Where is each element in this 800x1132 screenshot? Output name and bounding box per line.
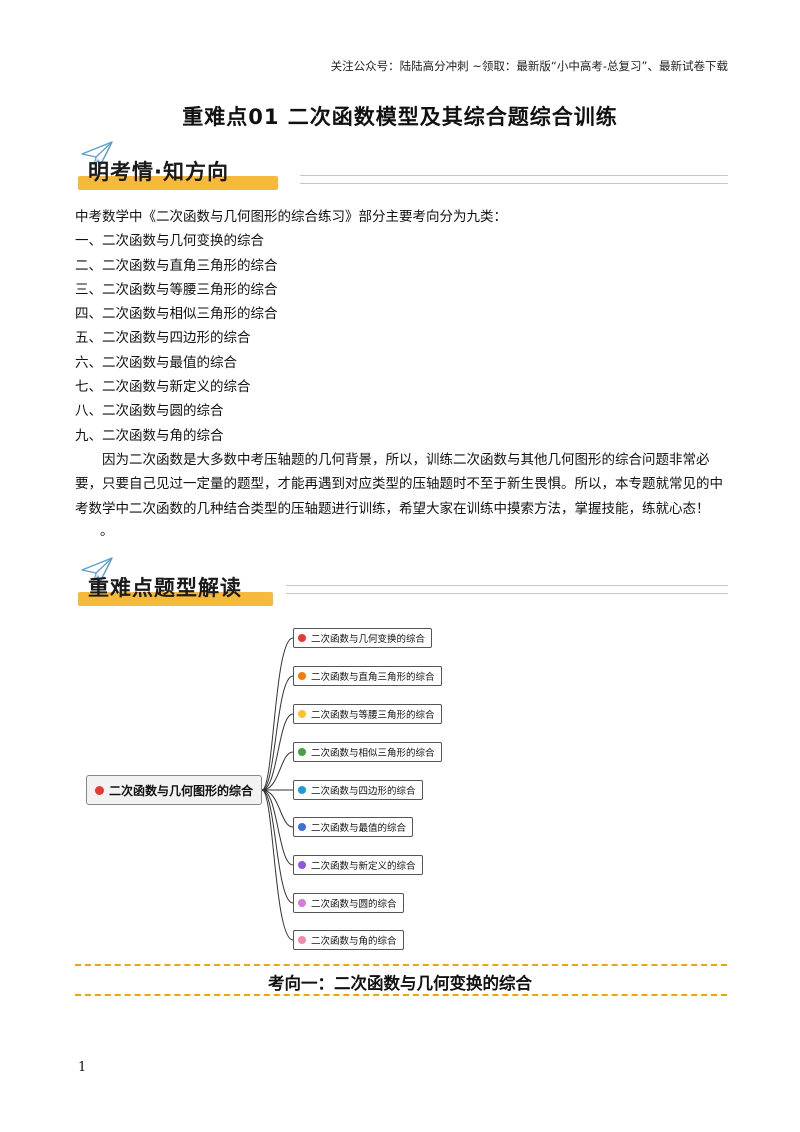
mind-map-connectors <box>261 637 294 941</box>
list-item: 八、二次函数与圆的综合 <box>75 403 224 420</box>
node-label: 二次函数与四边形的综合 <box>311 786 416 797</box>
list-item: 五、二次函数与四边形的综合 <box>75 330 251 347</box>
node-label: 二次函数与直角三角形的综合 <box>311 672 435 683</box>
description-paragraph: 因为二次函数是大多数中考压轴题的几何背景，所以，训练二次函数与其他几何图形的综合… <box>75 451 723 517</box>
subsection-title: 考向一：二次函数与几何变换的综合 <box>268 974 532 993</box>
mind-map: 二次函数与几何图形的综合 二次函数与几何变换的综合 二次函数与直角三角形的综合 … <box>78 620 458 955</box>
node-label: 二次函数与相似三角形的综合 <box>311 748 435 759</box>
bullet-icon <box>298 748 306 756</box>
heading-rule <box>300 175 728 184</box>
list-item: 六、二次函数与最值的综合 <box>75 354 237 371</box>
section-heading-key-types: 重难点题型解读 <box>78 557 728 608</box>
heading-highlight <box>78 176 278 190</box>
list-item: 四、二次函数与相似三角形的综合 <box>75 306 278 323</box>
bullet-icon <box>95 785 104 795</box>
bullet-icon <box>298 823 306 831</box>
heading-highlight <box>78 592 273 606</box>
root-label: 二次函数与几何图形的综合 <box>109 783 254 798</box>
section-title: 明考情·知方向 <box>88 160 229 184</box>
divider-top <box>75 964 727 966</box>
node-label: 二次函数与最值的综合 <box>311 823 407 834</box>
node-label: 二次函数与几何变换的综合 <box>311 634 426 645</box>
mind-map-node: 二次函数与相似三角形的综合 <box>293 742 442 762</box>
bullet-icon <box>298 634 306 642</box>
mind-map-root: 二次函数与几何图形的综合 <box>86 775 262 805</box>
divider-bottom <box>75 994 727 996</box>
mind-map-node: 二次函数与等腰三角形的综合 <box>293 704 442 724</box>
paper-plane-icon <box>81 141 113 167</box>
bullet-icon <box>298 861 306 869</box>
mind-map-node: 二次函数与几何变换的综合 <box>293 628 433 648</box>
node-label: 二次函数与角的综合 <box>311 936 397 947</box>
node-label: 二次函数与圆的综合 <box>311 899 397 910</box>
heading-rule <box>286 585 728 594</box>
page-number: 1 <box>78 1060 87 1075</box>
header-note: 关注公众号：陆陆高分冲刺 ~领取：最新版“小中高考-总复习”、最新试卷下载 <box>330 59 728 73</box>
bullet-icon <box>298 710 306 718</box>
bullet-icon <box>298 672 306 680</box>
section-title: 重难点题型解读 <box>88 576 242 600</box>
mind-map-node: 二次函数与四边形的综合 <box>293 780 423 800</box>
list-item: 三、二次函数与等腰三角形的综合 <box>75 281 278 298</box>
bullet-icon <box>298 936 306 944</box>
list-item: 二、二次函数与直角三角形的综合 <box>75 257 278 274</box>
intro-block: 中考数学中《二次函数与几何图形的综合练习》部分主要考向分为九类： 一、二次函数与… <box>75 205 727 541</box>
stray-mark: 。 <box>100 522 114 539</box>
list-item: 一、二次函数与几何变换的综合 <box>75 233 264 250</box>
section-heading-exam-info: 明考情·知方向 <box>78 141 728 192</box>
mind-map-node: 二次函数与最值的综合 <box>293 817 414 837</box>
bullet-icon <box>298 786 306 794</box>
list-item: 七、二次函数与新定义的综合 <box>75 379 251 396</box>
mind-map-node: 二次函数与新定义的综合 <box>293 855 423 875</box>
intro-text: 中考数学中《二次函数与几何图形的综合练习》部分主要考向分为九类： <box>75 209 507 225</box>
paper-plane-icon <box>81 557 113 583</box>
bullet-icon <box>298 899 306 907</box>
page-title: 重难点01 二次函数模型及其综合题综合训练 <box>182 105 618 129</box>
mind-map-node: 二次函数与直角三角形的综合 <box>293 666 442 686</box>
mind-map-node: 二次函数与角的综合 <box>293 930 404 950</box>
mind-map-node: 二次函数与圆的综合 <box>293 893 404 913</box>
node-label: 二次函数与等腰三角形的综合 <box>311 710 435 721</box>
node-label: 二次函数与新定义的综合 <box>311 861 416 872</box>
list-item: 九、二次函数与角的综合 <box>75 427 224 444</box>
